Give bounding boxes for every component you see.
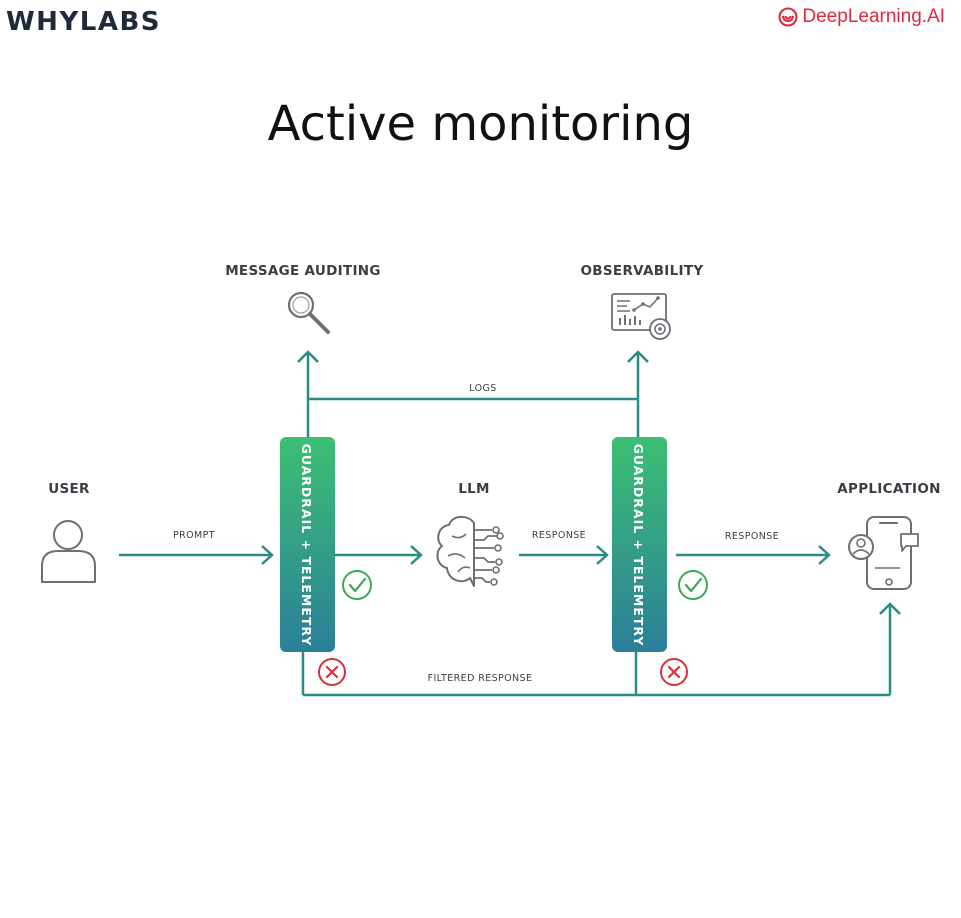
magnifier-icon	[287, 291, 330, 334]
to-llm-arrowhead	[410, 545, 423, 565]
page-title: Active monitoring	[267, 96, 694, 152]
brain-circuit-icon	[436, 515, 504, 587]
whylabs-logo: WHYLABS	[6, 7, 161, 37]
guardrail-box-1: GUARDRAIL + TELEMETRY	[280, 437, 335, 652]
deeplearning-logo-text: DeepLearning.AI	[802, 6, 945, 27]
logs-arrowhead-1	[297, 350, 319, 363]
guardrail-label-2: GUARDRAIL + TELEMETRY	[631, 444, 646, 647]
response-arrowhead-2	[818, 545, 831, 565]
dashboard-icon	[611, 293, 671, 340]
logs-arrowhead-2	[627, 350, 649, 363]
response-label-1: RESPONSE	[532, 530, 586, 541]
guardrail-box-2: GUARDRAIL + TELEMETRY	[612, 437, 667, 652]
application-label: APPLICATION	[837, 481, 940, 497]
prompt-arrowhead	[261, 545, 274, 565]
prompt-label: PROMPT	[173, 530, 215, 541]
connectors	[119, 350, 901, 697]
response-label-2: RESPONSE	[725, 531, 779, 542]
cross-icon	[660, 658, 688, 686]
cross-icon	[318, 658, 346, 686]
response-arrowhead-1	[596, 545, 609, 565]
deeplearning-logo: DeepLearning.AI	[778, 6, 945, 28]
logs-label: LOGS	[469, 383, 496, 394]
guardrail-label-1: GUARDRAIL + TELEMETRY	[299, 444, 314, 647]
check-icon	[342, 570, 372, 600]
message-auditing-label: MESSAGE AUDITING	[225, 263, 381, 279]
observability-label: OBSERVABILITY	[581, 263, 704, 279]
deeplearning-mark-icon	[778, 7, 798, 27]
phone-chat-icon	[848, 516, 919, 590]
filtered-response-label: FILTERED RESPONSE	[428, 673, 533, 684]
user-label: USER	[48, 481, 90, 497]
llm-label: LLM	[458, 481, 490, 497]
filtered-arrowhead	[879, 602, 901, 615]
check-icon	[678, 570, 708, 600]
person-icon	[41, 520, 96, 583]
